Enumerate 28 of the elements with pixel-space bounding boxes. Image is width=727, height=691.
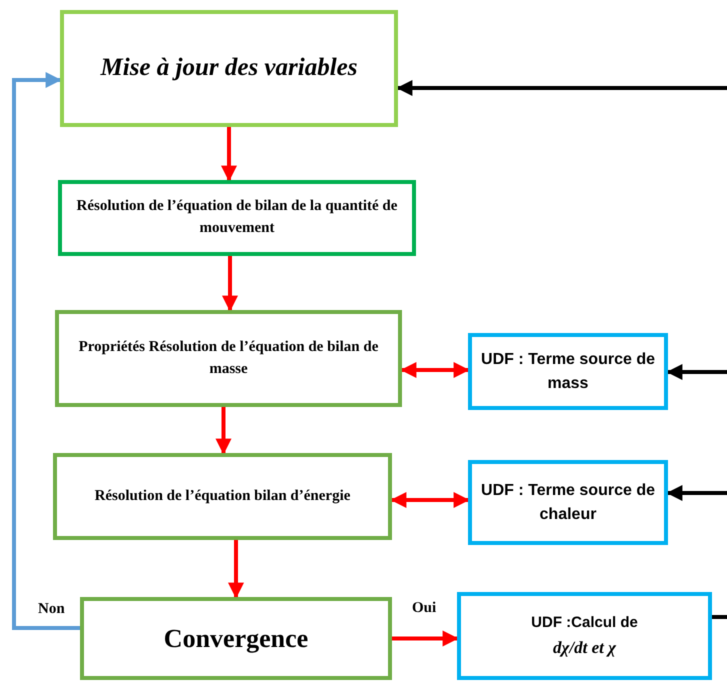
process-box [457, 592, 712, 680]
process-box [468, 333, 668, 410]
arrow [390, 492, 470, 508]
arrow [666, 364, 727, 380]
process-box [53, 453, 392, 540]
arrow [392, 630, 459, 646]
box-text: UDF : Terme source de chaleur [480, 481, 656, 524]
box-text: Résolution de l’équation bilan d’énergie [94, 486, 350, 506]
box-text: Convergence [164, 622, 308, 655]
arrow [228, 540, 244, 599]
box-text: Résolution de l’équation de bilan de la quantité de mouvement [76, 197, 398, 238]
arrow [396, 80, 727, 96]
box-text: Mise à jour des variables [100, 53, 358, 84]
process-box [468, 460, 668, 545]
box-text: UDF : Terme source de mass [480, 350, 656, 394]
arrow [221, 127, 237, 182]
process-box [60, 10, 398, 127]
process-box [80, 597, 392, 680]
arrow [666, 485, 727, 501]
process-box [58, 180, 416, 256]
arrow [400, 362, 470, 378]
box-text: UDF :Calcul de [531, 612, 638, 633]
arrow [12, 72, 80, 630]
formula: dχ/dt et χ [552, 636, 616, 659]
process-box [55, 310, 402, 407]
arrow [222, 256, 238, 312]
arrow [216, 407, 232, 455]
box-text: Propriétés Résolution de l’équation de bilan de masse [78, 338, 380, 378]
